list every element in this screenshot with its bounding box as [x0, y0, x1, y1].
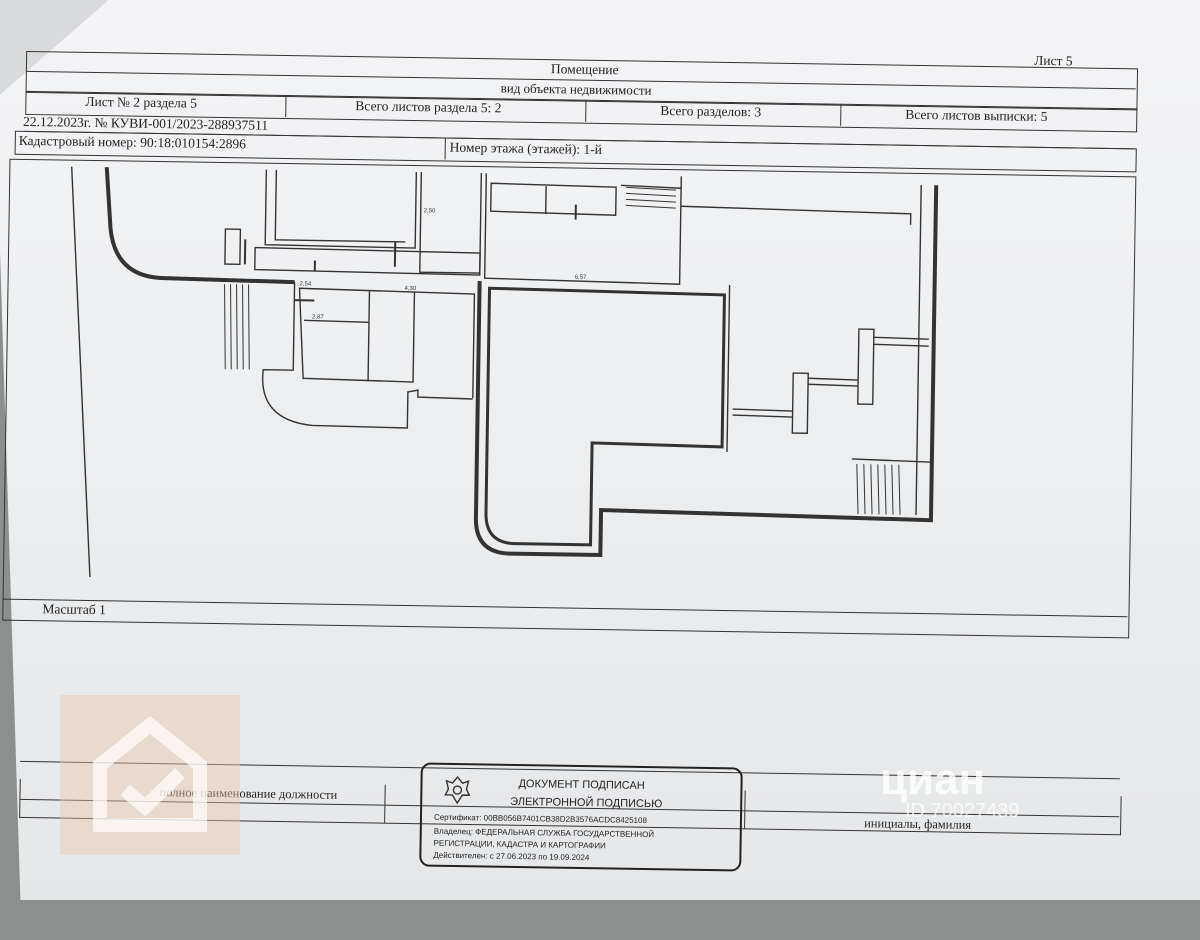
dimension-label: 2,50: [424, 208, 436, 214]
house-check-icon: [93, 716, 207, 832]
watermark-id: ID 70027439: [905, 800, 1020, 822]
floor-plan-drawing: 2,54 4,30 2,87 6,57 2,50: [70, 165, 939, 578]
object-type: Помещение: [550, 61, 619, 78]
stamp-title-line-2: ЭЛЕКТРОННОЙ ПОДПИСЬЮ: [510, 795, 663, 811]
floor-number: Номер этажа (этажей): 1-й: [449, 139, 603, 157]
stamp-certificate: Сертификат: 00BB056B7401CB38D2B3576ACDC8…: [433, 812, 648, 826]
coat-of-arms-icon: [444, 775, 471, 805]
dimension-label: 4,30: [404, 286, 416, 292]
stamp-title-line-1: ДОКУМЕНТ ПОДПИСАН: [518, 778, 645, 792]
sheet-of-section: Лист № 2 раздела 5: [85, 93, 198, 111]
brand-logo-overlay: [60, 695, 240, 855]
total-section-sheets: Всего листов раздела 5: 2: [355, 98, 502, 116]
total-sections: Всего разделов: 3: [660, 102, 762, 120]
object-type-caption: вид объекта недвижимости: [500, 80, 652, 98]
dimension-label: 2,87: [312, 314, 324, 320]
watermark-brand: циан: [880, 755, 986, 804]
document-sheet: [0, 0, 1200, 900]
total-extract-sheets: Всего листов выписки: 5: [905, 106, 1048, 124]
dimension-label: 2,54: [300, 281, 312, 287]
stamp-validity: Действителен: с 27.06.2023 по 19.09.2024: [433, 850, 590, 863]
scale-label: Масштаб 1: [42, 601, 106, 618]
electronic-signature-stamp: ДОКУМЕНТ ПОДПИСАН ЭЛЕКТРОННОЙ ПОДПИСЬЮ С…: [419, 762, 743, 872]
stamp-owner-line-1: Владелец: ФЕДЕРАЛЬНАЯ СЛУЖБА ГОСУДАРСТВЕ…: [433, 826, 655, 840]
dimension-label: 6,57: [575, 275, 587, 281]
boundary-line: [70, 165, 91, 578]
stamp-owner-line-2: РЕГИСТРАЦИИ, КАДАСТРА И КАРТОГРАФИИ: [433, 838, 606, 851]
